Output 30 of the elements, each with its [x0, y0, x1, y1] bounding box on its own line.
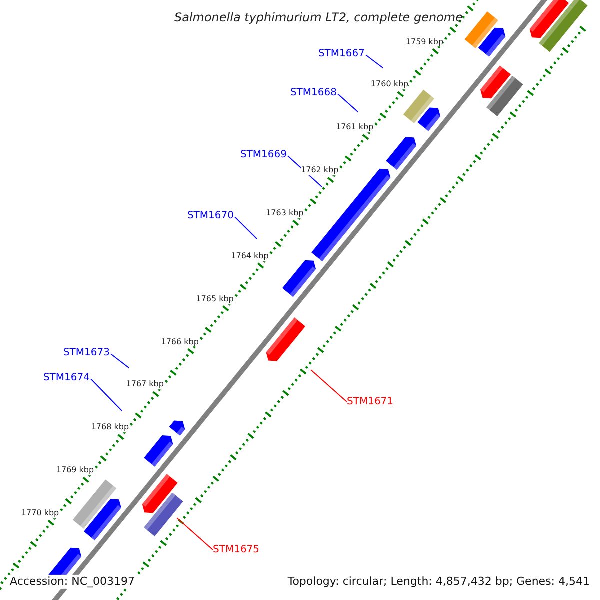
accession-text: Accession: NC_003197: [8, 574, 138, 590]
scale-label: 1767 kbp: [126, 381, 164, 390]
leader-line: [310, 370, 348, 402]
scale-label: 1768 kbp: [91, 424, 130, 433]
scale-label: 1763 kbp: [266, 210, 304, 218]
scale-label: 1764 kbp: [231, 252, 269, 262]
leader-line: [176, 518, 214, 550]
scale-label: 1760 kbp: [370, 81, 409, 90]
gene-label: STM1674: [43, 372, 90, 384]
gene-label: STM1667: [318, 48, 365, 60]
gene-label: STM1675: [213, 544, 260, 556]
leader-line: [366, 54, 384, 68]
leader-line: [234, 216, 258, 240]
scale-label: 1761 kbp: [336, 124, 374, 133]
scale-label: 1770 kbp: [21, 510, 60, 518]
scale-label: 1759 kbp: [406, 38, 444, 47]
gene-label: STM1668: [290, 88, 337, 98]
scale-label: 1766 kbp: [161, 338, 199, 347]
genome-info-text: Topology: circular; Length: 4,857,432 bp; Genes: 4,541: [286, 574, 592, 590]
gene-label: STM1669: [240, 150, 287, 160]
gene-label: STM1673: [63, 348, 110, 358]
gene-label: STM1670: [187, 210, 234, 222]
scale-label: 1765 kbp: [196, 295, 234, 304]
gene-label: STM1671: [347, 396, 394, 408]
leader-line: [110, 354, 130, 368]
diagram-title: Salmonella typhimurium LT2, complete genome: [174, 11, 463, 25]
scale-label: 1769 kbp: [56, 466, 94, 476]
leader-line: [338, 94, 358, 112]
leader-line: [90, 378, 122, 412]
scale-label: 1762 kbp: [301, 166, 339, 176]
